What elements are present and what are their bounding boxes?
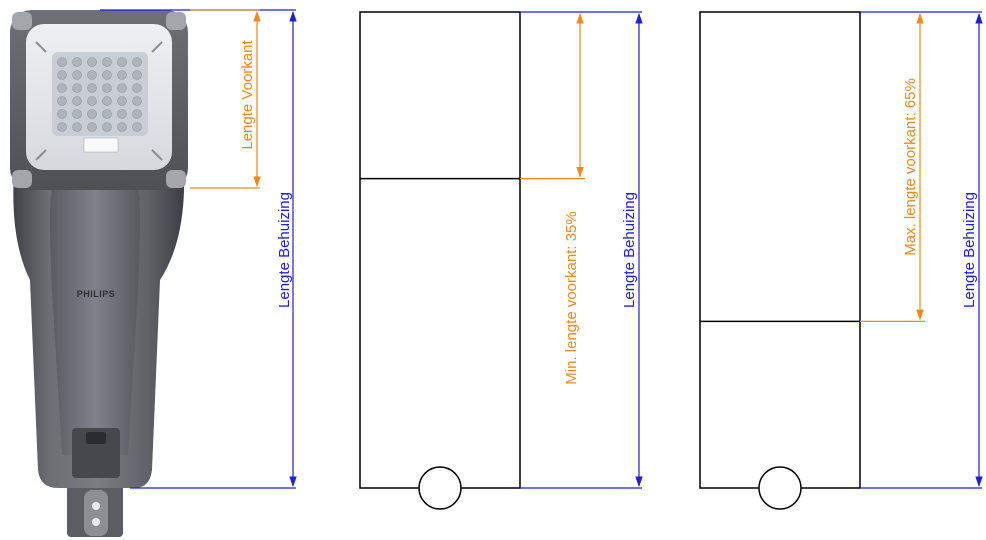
led-icon [132,96,142,106]
led-icon [132,83,142,93]
led-icon [102,57,112,67]
brand-logo: PHILIPS [77,289,116,299]
led-icon [57,109,67,119]
housing-outline [359,11,521,489]
led-icon [87,57,97,67]
panel-mark [151,41,163,53]
housing-length-label: Lengte Behuizing [276,192,293,308]
led-icon [72,70,82,80]
led-icon [57,70,67,80]
luminaire-photo: PHILIPS [10,10,188,537]
lamp-clamp-slot [86,432,106,444]
housing-outline [699,11,861,489]
led-icon [117,109,127,119]
led-icon [132,70,142,80]
led-icon [117,96,127,106]
lamp-spine [50,190,140,455]
led-icon [72,57,82,67]
led-icon [132,57,142,67]
led-icon [102,122,112,132]
panel-mark [35,41,47,53]
led-icon [87,96,97,106]
led-icon [72,122,82,132]
led-icon [57,83,67,93]
photo-front-dimension: Lengte Voorkant [190,9,261,189]
corner-cap [12,170,32,188]
corner-cap [12,12,32,30]
corner-cap [166,12,186,30]
max-front-length-diagram: Lengte Behuizing Max. lengte voorkant: 6… [699,11,983,510]
led-icon [87,83,97,93]
led-icon [72,96,82,106]
housing-length-label: Lengte Behuizing [961,192,978,308]
led-icon [102,70,112,80]
pole-mount-icon [758,466,802,510]
pole-mount-icon [418,466,462,510]
led-icon [117,70,127,80]
led-icon [72,83,82,93]
led-icon [117,83,127,93]
bolt-icon [92,502,100,510]
led-icon [132,109,142,119]
panel-mark [151,149,163,161]
led-icon [57,96,67,106]
front-length-label: Lengte Voorkant [239,40,256,150]
led-icon [102,83,112,93]
min-front-length-label: Min. lengte voorkant: 35% [563,211,580,384]
panel-mark [35,149,47,161]
pole-adapter-face [84,490,108,536]
bolt-icon [92,518,100,526]
led-grid [57,57,142,132]
led-icon [102,109,112,119]
led-icon [87,70,97,80]
label-sticker [83,137,119,153]
min-front-length-diagram: Lengte Behuizing Min. lengte voorkant: 3… [359,11,643,510]
led-icon [87,122,97,132]
max-front-length-label: Max. lengte voorkant: 65% [902,78,919,256]
led-icon [117,57,127,67]
led-icon [57,122,67,132]
corner-cap [166,170,186,188]
led-icon [132,122,142,132]
led-icon [57,57,67,67]
led-icon [102,96,112,106]
lamp-clamp [72,428,120,478]
led-icon [87,109,97,119]
housing-length-label: Lengte Behuizing [621,192,638,308]
led-icon [72,109,82,119]
led-icon [117,122,127,132]
